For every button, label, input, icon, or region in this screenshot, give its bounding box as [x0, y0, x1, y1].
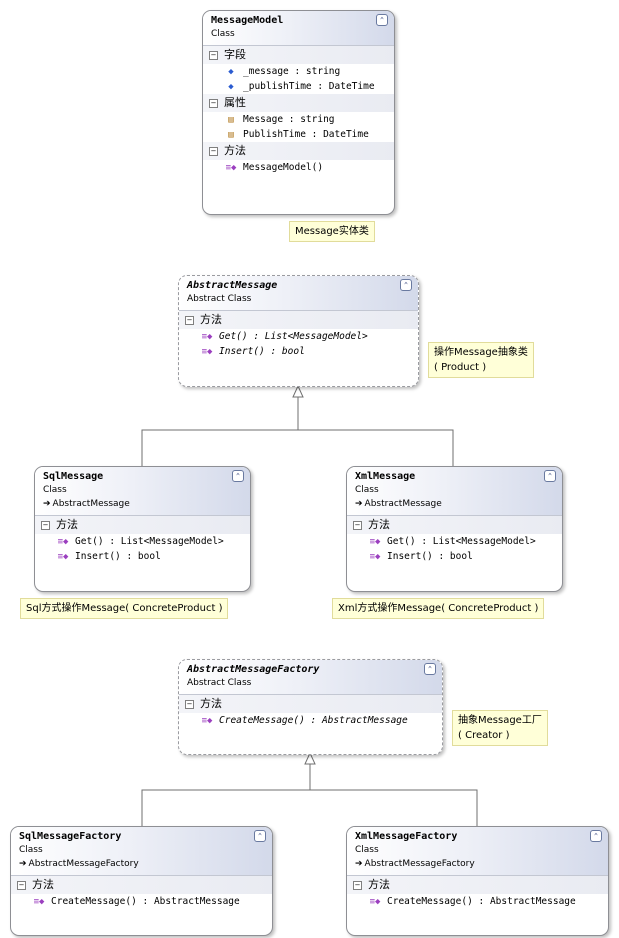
class-box-sqlmessagefactory[interactable]: SqlMessageFactory Class ➔AbstractMessage…	[10, 826, 273, 936]
class-header: AbstractMessageFactory Abstract Class ⌃	[179, 660, 442, 695]
section-methods[interactable]: −方法	[35, 516, 250, 534]
field-row: ◆_publishTime : DateTime	[203, 79, 394, 94]
minus-box-icon[interactable]: −	[209, 99, 218, 108]
section-methods[interactable]: −方法	[347, 876, 608, 894]
double-chevron-up-icon[interactable]: ⌃	[254, 830, 266, 842]
note-abstractmessagefactory: 抽象Message工厂 ( Creator )	[452, 710, 548, 746]
class-type: Class	[355, 485, 379, 495]
note-xmlmessage: Xml方式操作Message( ConcreteProduct )	[332, 598, 545, 619]
property-row: ▤PublishTime : DateTime	[203, 127, 394, 142]
class-type: Abstract Class	[187, 294, 252, 304]
class-type: Class	[43, 485, 67, 495]
class-header: XmlMessage Class ➔AbstractMessage ⌃	[347, 467, 562, 516]
method-cube-icon: ≡◆	[225, 163, 237, 173]
inheritance-arrowhead	[304, 751, 316, 765]
property-icon: ▤	[228, 130, 234, 140]
class-box-messagemodel[interactable]: MessageModel Class ⌃ −字段 ◆_message : str…	[202, 10, 395, 215]
base-class: ➔AbstractMessageFactory	[19, 859, 139, 869]
method-row: ≡◆Get() : List<MessageModel>	[347, 534, 562, 549]
method-cube-icon: ≡◆	[201, 332, 213, 342]
double-chevron-up-icon[interactable]: ⌃	[400, 279, 412, 291]
class-type: Abstract Class	[187, 678, 252, 688]
class-name: XmlMessage	[355, 471, 416, 482]
double-chevron-up-icon[interactable]: ⌃	[544, 470, 556, 482]
section-methods[interactable]: −方法	[179, 311, 418, 329]
class-name: MessageModel	[211, 15, 284, 26]
class-box-abstractmessage[interactable]: AbstractMessage Abstract Class ⌃ −方法 ≡◆G…	[178, 275, 419, 387]
minus-box-icon[interactable]: −	[185, 700, 194, 709]
class-name: AbstractMessage	[187, 280, 278, 291]
section-methods[interactable]: −方法	[179, 695, 442, 713]
class-name: SqlMessageFactory	[19, 831, 122, 842]
inherits-arrow-icon: ➔	[355, 499, 363, 509]
section-fields[interactable]: −字段	[203, 46, 394, 64]
base-class: ➔AbstractMessageFactory	[355, 859, 475, 869]
method-cube-icon: ≡◆	[201, 347, 213, 357]
section-methods[interactable]: −方法	[203, 142, 394, 160]
class-box-abstractmessagefactory[interactable]: AbstractMessageFactory Abstract Class ⌃ …	[178, 659, 443, 755]
method-cube-icon: ≡◆	[57, 537, 69, 547]
base-class: ➔AbstractMessage	[43, 499, 130, 509]
property-icon: ▤	[228, 115, 234, 125]
minus-box-icon[interactable]: −	[41, 521, 50, 530]
class-header: SqlMessage Class ➔AbstractMessage ⌃	[35, 467, 250, 516]
inheritance-arrowhead	[292, 384, 304, 398]
class-name: AbstractMessageFactory	[187, 664, 320, 675]
section-methods[interactable]: −方法	[347, 516, 562, 534]
class-type: Class	[211, 29, 235, 39]
property-row: ▤Message : string	[203, 112, 394, 127]
inherits-arrow-icon: ➔	[43, 499, 51, 509]
field-row: ◆_message : string	[203, 64, 394, 79]
double-chevron-up-icon[interactable]: ⌃	[376, 14, 388, 26]
method-row: ≡◆Insert() : bool	[347, 549, 562, 564]
method-row: ≡◆Insert() : bool	[179, 344, 418, 359]
class-type: Class	[19, 845, 43, 855]
class-type: Class	[355, 845, 379, 855]
double-chevron-up-icon[interactable]: ⌃	[590, 830, 602, 842]
double-chevron-up-icon[interactable]: ⌃	[424, 663, 436, 675]
minus-box-icon[interactable]: −	[209, 147, 218, 156]
method-row: ≡◆CreateMessage() : AbstractMessage	[179, 713, 442, 728]
inherits-arrow-icon: ➔	[19, 859, 27, 869]
method-cube-icon: ≡◆	[369, 552, 381, 562]
method-row: ≡◆MessageModel()	[203, 160, 394, 175]
method-cube-icon: ≡◆	[369, 537, 381, 547]
class-box-xmlmessagefactory[interactable]: XmlMessageFactory Class ➔AbstractMessage…	[346, 826, 609, 936]
note-sqlmessage: Sql方式操作Message( ConcreteProduct )	[20, 598, 229, 619]
method-cube-icon: ≡◆	[201, 716, 213, 726]
minus-box-icon[interactable]: −	[353, 881, 362, 890]
method-cube-icon: ≡◆	[57, 552, 69, 562]
method-row: ≡◆Get() : List<MessageModel>	[179, 329, 418, 344]
section-properties[interactable]: −属性	[203, 94, 394, 112]
class-header: XmlMessageFactory Class ➔AbstractMessage…	[347, 827, 608, 876]
class-header: MessageModel Class ⌃	[203, 11, 394, 46]
method-row: ≡◆CreateMessage() : AbstractMessage	[11, 894, 272, 909]
minus-box-icon[interactable]: −	[185, 316, 194, 325]
method-cube-icon: ≡◆	[369, 897, 381, 907]
field-icon: ◆	[228, 67, 234, 77]
class-header: SqlMessageFactory Class ➔AbstractMessage…	[11, 827, 272, 876]
class-box-sqlmessage[interactable]: SqlMessage Class ➔AbstractMessage ⌃ −方法 …	[34, 466, 251, 592]
minus-box-icon[interactable]: −	[353, 521, 362, 530]
class-header: AbstractMessage Abstract Class ⌃	[179, 276, 418, 311]
note-messagemodel: Message实体类	[289, 221, 375, 242]
base-class: ➔AbstractMessage	[355, 499, 442, 509]
minus-box-icon[interactable]: −	[209, 51, 218, 60]
method-row: ≡◆Get() : List<MessageModel>	[35, 534, 250, 549]
class-name: SqlMessage	[43, 471, 104, 482]
note-abstractmessage: 操作Message抽象类 ( Product )	[428, 342, 534, 378]
inherits-arrow-icon: ➔	[355, 859, 363, 869]
section-methods[interactable]: −方法	[11, 876, 272, 894]
minus-box-icon[interactable]: −	[17, 881, 26, 890]
class-name: XmlMessageFactory	[355, 831, 458, 842]
method-row: ≡◆Insert() : bool	[35, 549, 250, 564]
method-row: ≡◆CreateMessage() : AbstractMessage	[347, 894, 608, 909]
method-cube-icon: ≡◆	[33, 897, 45, 907]
field-icon: ◆	[228, 82, 234, 92]
double-chevron-up-icon[interactable]: ⌃	[232, 470, 244, 482]
class-box-xmlmessage[interactable]: XmlMessage Class ➔AbstractMessage ⌃ −方法 …	[346, 466, 563, 592]
